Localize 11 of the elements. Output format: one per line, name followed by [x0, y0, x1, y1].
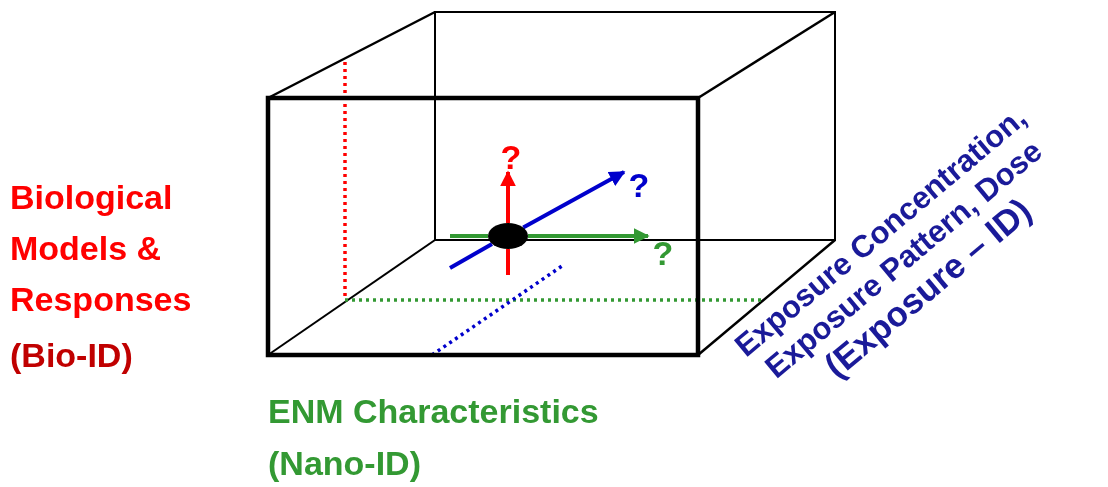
axis-label: (Bio-ID) — [10, 335, 134, 376]
question-mark: ? — [648, 236, 678, 274]
axis-label: ENM Characteristics — [268, 391, 600, 432]
center-dot — [488, 223, 528, 249]
axis-label: (Nano-ID) — [268, 443, 422, 484]
arrow — [522, 170, 626, 230]
question-mark: ? — [496, 140, 526, 172]
arrow — [528, 228, 650, 244]
axis-label: Biological Models & Responses — [10, 177, 193, 320]
question-mark: ? — [624, 168, 654, 204]
arrow — [500, 170, 516, 223]
